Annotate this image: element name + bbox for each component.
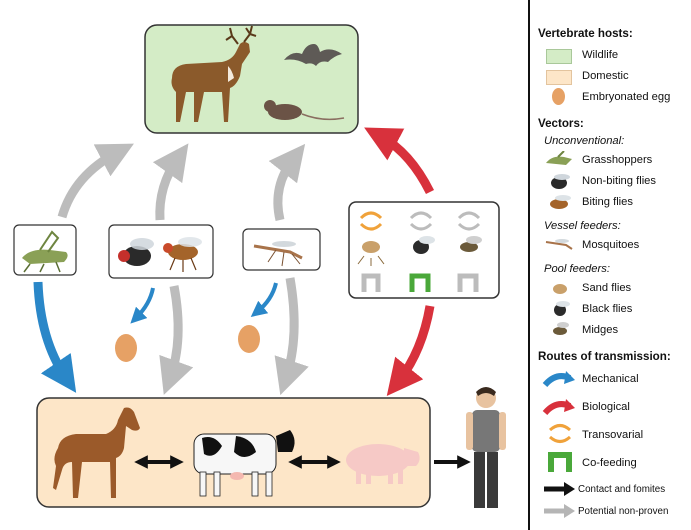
legend-unconventional: Unconventional: (544, 135, 624, 147)
nonproven-arrow-grasshopper-wildlife (62, 152, 118, 217)
mosquito-legend-icon (544, 236, 574, 252)
biological-arrow-pool-wildlife (380, 136, 430, 192)
transmission-diagram (0, 0, 528, 530)
legend-wildlife: Wildlife (582, 49, 618, 61)
legend: Vertebrate hosts: Wildlife Domestic Embr… (528, 0, 691, 530)
contact-legend-icon (542, 481, 576, 497)
legend-biological: Biological (582, 401, 630, 413)
legend-egg: Embryonated egg (582, 91, 670, 103)
nonproven-arrow-mosquito-wildlife (278, 158, 294, 220)
legend-sand-flies: Sand flies (582, 282, 631, 294)
legend-pool-feeders: Pool feeders: (544, 263, 610, 275)
legend-non-biting-flies: Non-biting flies (582, 175, 656, 187)
legend-domestic: Domestic (582, 70, 629, 82)
legend-transovarial: Transovarial (582, 429, 643, 441)
biological-legend-icon (542, 396, 576, 418)
transovarial-legend-icon (546, 421, 574, 447)
legend-black-flies: Black flies (582, 303, 632, 315)
black-fly-legend-icon (548, 300, 572, 318)
domestic-swatch (546, 70, 572, 85)
non-biting-fly-legend-icon (546, 172, 572, 190)
egg-legend-icon (552, 88, 565, 105)
wildlife-swatch (546, 49, 572, 64)
egg-icon-1 (115, 334, 137, 362)
midge-legend-icon (548, 321, 572, 339)
legend-grasshoppers: Grasshoppers (582, 154, 652, 166)
legend-biting-flies: Biting flies (582, 196, 633, 208)
biological-arrow-pool-domestic (398, 306, 430, 382)
legend-vectors-title: Vectors: (538, 117, 584, 130)
legend-routes-title: Routes of transmission: (538, 350, 671, 363)
mechanical-legend-icon (542, 368, 576, 390)
legend-cofeeding: Co-feeding (582, 457, 637, 469)
grasshopper-legend-icon (544, 151, 574, 169)
legend-nonproven: Potential non-proven (578, 506, 668, 517)
legend-vessel-feeders: Vessel feeders: (544, 220, 621, 232)
biting-fly-legend-icon (546, 193, 572, 211)
legend-vertebrate-hosts-title: Vertebrate hosts: (538, 27, 633, 40)
legend-contact: Contact and fomites (578, 484, 665, 495)
mechanical-arrow-flies-egg (136, 288, 153, 318)
cofeeding-legend-icon (546, 450, 574, 474)
egg-icon-2 (238, 325, 260, 353)
human-icon (466, 387, 506, 508)
nonproven-legend-icon (542, 503, 576, 519)
nonproven-arrow-flies-domestic (170, 286, 178, 378)
nonproven-arrow-flies-wildlife (160, 158, 178, 220)
legend-mosquitoes: Mosquitoes (582, 239, 639, 251)
nonproven-arrow-mosquito-domestic (286, 278, 294, 378)
legend-midges: Midges (582, 324, 618, 336)
legend-mechanical: Mechanical (582, 373, 639, 385)
sand-fly-legend-icon (548, 279, 572, 297)
mechanical-arrow-grasshopper-domestic (38, 282, 66, 378)
mechanical-arrow-mosquito-egg (257, 283, 276, 312)
